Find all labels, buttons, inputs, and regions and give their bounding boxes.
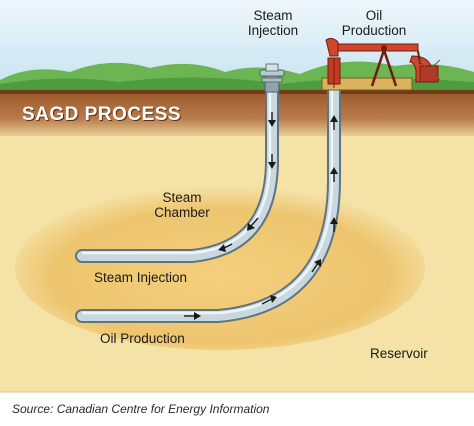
oil-production-top-line-2: Production	[341, 23, 407, 38]
oil-production-well-label: Oil Production	[100, 331, 185, 346]
steam-injection-top-line-1: Steam	[253, 8, 293, 23]
steam-injection-top-label: Steam Injection	[238, 8, 308, 38]
oil-production-top-line-1: Oil	[365, 8, 383, 23]
soil-band	[0, 92, 474, 136]
surface-line	[0, 90, 474, 94]
diagram-title: SAGD PROCESS	[22, 104, 182, 125]
steam-flow-arrows	[218, 112, 276, 252]
steam-chamber-label: Steam Chamber	[132, 190, 232, 220]
steam-chamber-line-1: Steam	[162, 190, 202, 205]
pump-jack	[321, 37, 441, 91]
steam-injection-top-line-2: Injection	[247, 23, 299, 38]
steam-injection-well-label: Steam Injection	[94, 270, 188, 285]
source-caption: Source: Canadian Centre for Energy Infor…	[12, 402, 270, 416]
reservoir-label: Reservoir	[370, 346, 428, 361]
injection-wellhead	[259, 63, 285, 93]
oil-production-top-label: Oil Production	[334, 8, 414, 38]
oil-production-pipe	[75, 81, 341, 323]
steam-chamber-line-2: Chamber	[154, 205, 210, 220]
oil-flow-arrows	[184, 115, 338, 320]
source-strip	[0, 392, 474, 426]
